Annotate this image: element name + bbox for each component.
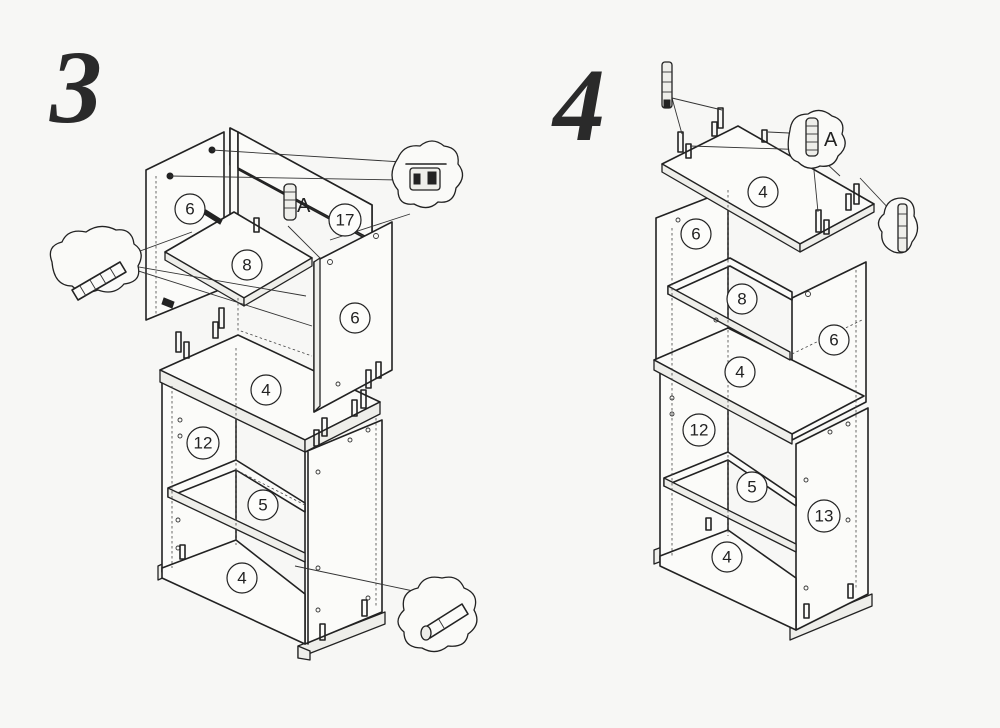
hardware-tag-a: A xyxy=(824,129,838,151)
svg-text:13: 13 xyxy=(815,507,834,526)
callout-screw-a-step4: A xyxy=(787,109,846,169)
dowel-pin xyxy=(253,217,260,233)
svg-text:6: 6 xyxy=(829,331,838,350)
dowel-pins xyxy=(175,307,367,447)
cam-hole xyxy=(373,233,379,239)
part-label-4: 4 xyxy=(724,356,756,388)
part-label-8: 8 xyxy=(231,249,263,281)
cam-hole xyxy=(327,259,333,265)
dowel-pin xyxy=(361,599,368,617)
step4-assembled-unit xyxy=(653,97,893,641)
svg-text:4: 4 xyxy=(735,363,744,382)
hidden-line xyxy=(237,298,313,357)
top-panel-edge xyxy=(304,401,381,453)
long-bolt-icon xyxy=(897,203,908,253)
callout-long-bolt xyxy=(877,197,919,254)
svg-text:12: 12 xyxy=(194,434,213,453)
dowel-pins xyxy=(677,107,860,235)
svg-text:4: 4 xyxy=(722,548,731,567)
shelf-8-edge xyxy=(243,257,313,307)
shelf-pin-icon xyxy=(420,603,469,641)
connector-screw-icon xyxy=(805,117,819,157)
callout-wooden-dowel xyxy=(49,225,142,301)
part-label-6: 6 xyxy=(174,193,206,225)
leader-lines xyxy=(109,149,419,593)
plinth-foot xyxy=(297,645,311,661)
cloud-callout xyxy=(397,576,478,653)
part-label-12: 12 xyxy=(682,413,716,447)
part-label-12: 12 xyxy=(186,426,220,460)
step3-lower-cabinet xyxy=(157,307,386,661)
dowel-pin xyxy=(319,623,326,641)
part-label-4: 4 xyxy=(226,562,258,594)
dowel-pin xyxy=(365,369,372,389)
middle-panel-edge xyxy=(653,359,793,445)
svg-text:4: 4 xyxy=(261,381,270,400)
svg-text:8: 8 xyxy=(242,256,251,275)
callout-shelf-pin xyxy=(397,576,478,653)
svg-text:6: 6 xyxy=(691,225,700,244)
part-label-6: 6 xyxy=(680,218,712,250)
svg-text:5: 5 xyxy=(747,478,756,497)
part-label-4: 4 xyxy=(250,374,282,406)
svg-text:17: 17 xyxy=(336,211,355,230)
connector-screw-icon xyxy=(283,183,297,221)
top-panel-edge xyxy=(799,203,875,253)
dowel-pin xyxy=(179,544,186,560)
bottom-panel-4 xyxy=(659,529,797,631)
cam-holes xyxy=(669,217,851,591)
bottom-panel-4 xyxy=(161,539,306,645)
svg-text:6: 6 xyxy=(350,309,359,328)
svg-text:12: 12 xyxy=(690,421,709,440)
svg-text:8: 8 xyxy=(737,290,746,309)
dowel-in-panel xyxy=(161,297,175,309)
hardware-tag-a: A xyxy=(297,195,311,217)
side-panel-right xyxy=(304,419,383,645)
step-number-4: 4 xyxy=(551,48,605,163)
svg-text:6: 6 xyxy=(185,200,194,219)
part-label-5: 5 xyxy=(736,471,768,503)
dowel-pin xyxy=(847,583,854,599)
part-label-13: 13 xyxy=(807,499,841,533)
shelf-5-edge xyxy=(167,487,306,563)
callout-screw-a-step3: A xyxy=(283,183,311,221)
step-number-3: 3 xyxy=(49,30,102,145)
part-label-5: 5 xyxy=(247,489,279,521)
svg-text:4: 4 xyxy=(758,183,767,202)
part-label-17: 17 xyxy=(328,203,362,237)
shelf-8-edge xyxy=(667,285,791,361)
wooden-dowel-icon xyxy=(71,261,127,301)
part-label-4: 4 xyxy=(711,541,743,573)
svg-text:4: 4 xyxy=(237,569,246,588)
shelf-5-edge xyxy=(663,477,797,553)
step4-part-labels: 4 6 8 6 4 12 5 13 4 xyxy=(680,176,850,573)
svg-text:5: 5 xyxy=(258,496,267,515)
part-label-6: 6 xyxy=(339,302,371,334)
step3-part-labels: 6 17 8 6 4 12 5 4 xyxy=(174,193,371,594)
dowel-pin xyxy=(803,603,810,619)
dowel-pin xyxy=(705,517,712,531)
cam-lock-icon xyxy=(405,163,447,191)
callout-cam-lock xyxy=(391,140,464,209)
part-label-6: 6 xyxy=(818,324,850,356)
connector-bolt-icon xyxy=(661,61,673,109)
dowel-pin xyxy=(375,361,382,379)
side-panel-6-edge xyxy=(313,257,321,413)
part-label-8: 8 xyxy=(726,283,758,315)
cam-hole xyxy=(335,381,341,387)
part-label-4: 4 xyxy=(747,176,779,208)
